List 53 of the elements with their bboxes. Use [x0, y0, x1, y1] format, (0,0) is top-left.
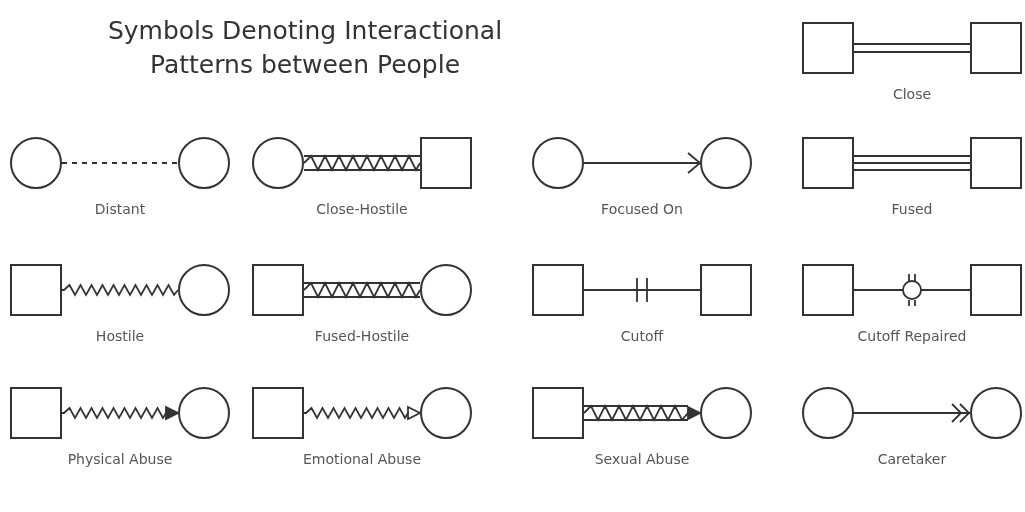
connector-line: [583, 277, 701, 303]
edge-label: Distant: [94, 201, 146, 217]
circle-symbol: [420, 387, 472, 439]
edge-label: Fused-Hostile: [314, 328, 410, 344]
edge-label: Fused: [891, 201, 933, 217]
edge-label: Hostile: [95, 328, 145, 344]
square-symbol: [532, 264, 584, 316]
connector-line: [61, 283, 179, 297]
circle-symbol: [178, 387, 230, 439]
square-symbol: [802, 22, 854, 74]
edge-label: Focused On: [601, 201, 683, 217]
connector-line: [303, 154, 421, 172]
square-symbol: [420, 137, 472, 189]
edge-label: Caretaker: [877, 451, 947, 467]
connector-line: [61, 162, 179, 164]
connector-line: [853, 273, 971, 307]
square-symbol: [802, 264, 854, 316]
connector-line: [583, 404, 701, 422]
connector-line: [853, 403, 971, 423]
edge-label: Close-Hostile: [316, 201, 408, 217]
square-symbol: [970, 137, 1022, 189]
edge-label: Cutoff Repaired: [857, 328, 967, 344]
circle-symbol: [252, 137, 304, 189]
circle-symbol: [700, 387, 752, 439]
title: Symbols Denoting Interactional Patterns between People: [106, 15, 504, 81]
square-symbol: [252, 264, 304, 316]
edge-label: Physical Abuse: [67, 451, 173, 467]
circle-symbol: [178, 137, 230, 189]
connector-line: [853, 43, 971, 53]
connector-line: [853, 155, 971, 171]
connector-line: [303, 406, 421, 420]
square-symbol: [970, 22, 1022, 74]
edge-label: Emotional Abuse: [303, 451, 421, 467]
circle-symbol: [532, 137, 584, 189]
circle-symbol: [420, 264, 472, 316]
circle-symbol: [178, 264, 230, 316]
connector-line: [303, 281, 421, 299]
square-symbol: [700, 264, 752, 316]
circle-symbol: [802, 387, 854, 439]
edge-label: Close: [892, 86, 932, 102]
square-symbol: [970, 264, 1022, 316]
edge-label: Sexual Abuse: [594, 451, 690, 467]
square-symbol: [532, 387, 584, 439]
square-symbol: [10, 387, 62, 439]
connector-line: [583, 152, 701, 174]
square-symbol: [252, 387, 304, 439]
connector-line: [61, 406, 179, 420]
circle-symbol: [10, 137, 62, 189]
square-symbol: [10, 264, 62, 316]
edge-label: Cutoff: [620, 328, 664, 344]
circle-symbol: [700, 137, 752, 189]
circle-symbol: [970, 387, 1022, 439]
square-symbol: [802, 137, 854, 189]
